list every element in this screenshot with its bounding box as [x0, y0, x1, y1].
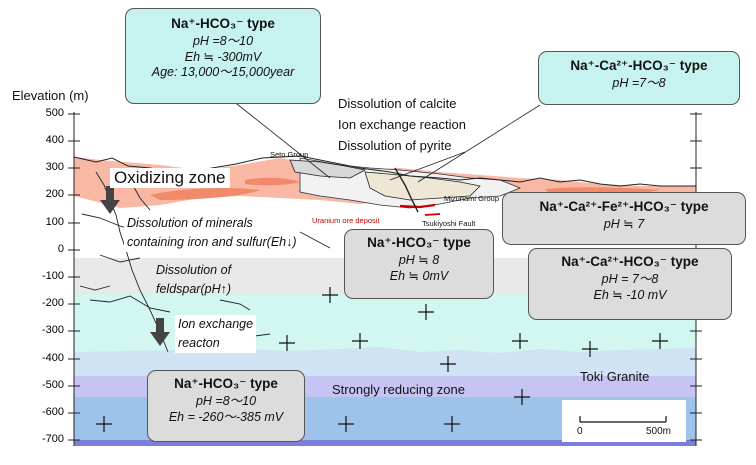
tick-label-minus-600: -600	[41, 406, 64, 418]
water-type-box-mid-right-lower: Na⁺-Ca²⁺-HCO₃⁻ type pH = 7～8 Eh ≒ -10 mV	[528, 248, 732, 320]
eh-value: Eh = -260～-385 mV	[168, 409, 284, 424]
tick-label-minus-100: -100	[41, 270, 64, 282]
down-arrow-lower	[150, 318, 170, 346]
ion-exchange-line-2: reacton	[178, 336, 220, 350]
oxidizing-zone-label: Oxidizing zone	[110, 168, 230, 188]
tick-label-minus-300: -300	[41, 324, 64, 336]
water-type-title: Na⁺-HCO₃⁻ type	[174, 376, 278, 391]
tick-label-200: 200	[45, 188, 64, 200]
eh-value: Eh ≒ -10 mV	[593, 287, 667, 302]
tick-label-400: 400	[45, 134, 64, 146]
water-type-box-mid-center: Na⁺-HCO₃⁻ type pH ≒ 8 Eh ≒ 0mV	[344, 229, 494, 299]
strongly-reducing-zone-label: Strongly reducing zone	[332, 382, 465, 397]
mineral-lens-1	[150, 187, 260, 200]
ph-value: pH =8～10	[192, 33, 254, 48]
uranium-ore-deposit-mark-2	[424, 213, 441, 216]
seto-group-label: Seto Group	[270, 150, 309, 159]
toki-granite-label: Toki Granite	[580, 369, 650, 384]
tick-label-minus-200: -200	[41, 297, 64, 309]
elevation-axis-title: Elevation (m)	[12, 88, 89, 103]
ion-exchange-line-1: Ion exchange	[178, 317, 254, 331]
water-type-box-mid-right-upper: Na⁺-Ca²⁺-Fe²⁺-HCO₃⁻ type pH ≒ 7	[502, 192, 746, 245]
water-type-title: Na⁺-HCO₃⁻ type	[171, 16, 275, 31]
uranium-ore-deposit-mark	[399, 203, 436, 209]
eh-value: Eh ≒ 0mV	[389, 268, 449, 283]
ion-exchange-label: Ion exchange reacton	[175, 315, 257, 353]
scale-bar-start-label: 0	[577, 426, 583, 437]
ph-value: pH =8～10	[195, 393, 257, 408]
tick-label-300: 300	[45, 161, 64, 173]
water-type-title: Na⁺-Ca²⁺-Fe²⁺-HCO₃⁻ type	[539, 199, 709, 214]
scale-bar-frame	[562, 400, 686, 442]
process-dissolution-calcite: Dissolution of calcite	[338, 96, 457, 111]
water-type-title: Na⁺-HCO₃⁻ type	[367, 235, 471, 250]
dissolution-minerals-line-1: Dissolution of minerals	[127, 216, 253, 230]
tick-label-minus-400: -400	[41, 352, 64, 364]
water-type-box-top-left: Na⁺-HCO₃⁻ type pH =8～10 Eh ≒ -300mV Age:…	[125, 8, 321, 104]
mizunami-group-label: Mizunami Group	[444, 194, 500, 203]
scale-bar-end-label: 500m	[646, 426, 672, 437]
tick-label-100: 100	[45, 216, 64, 228]
dissolution-feldspar-line-1: Dissolution of	[156, 263, 232, 277]
tick-label-0: 0	[57, 243, 64, 255]
ph-value: pH = 7～8	[601, 271, 659, 286]
water-type-title: Na⁺-Ca²⁺-HCO₃⁻ type	[570, 58, 708, 73]
tsukiyoshi-fault-label: Tsukiyoshi Fault	[422, 219, 476, 228]
seto-group-layer	[289, 159, 367, 179]
dissolution-minerals-line-2: containing iron and sulfur(Eh↓)	[127, 235, 297, 249]
dissolution-feldspar-line-2: feldspar(pH↑)	[156, 282, 232, 296]
deep-zone	[74, 440, 696, 446]
leader-lines	[231, 99, 541, 249]
ph-value: pH ≒ 7	[603, 216, 645, 231]
tick-label-minus-500: -500	[41, 379, 64, 391]
tick-label-500: 500	[45, 107, 64, 119]
tick-label-minus-700: -700	[41, 433, 64, 445]
process-dissolution-pyrite: Dissolution of pyrite	[338, 138, 452, 153]
age-value: Age: 13,000～15,000year	[151, 65, 295, 80]
down-arrow-upper	[100, 186, 120, 214]
ph-value: pH =7～8	[612, 75, 666, 90]
water-type-box-bottom-left: Na⁺-HCO₃⁻ type pH =8～10 Eh = -260～-385 m…	[147, 370, 305, 442]
uranium-ore-deposit-label: Uranium ore deposit	[312, 216, 380, 225]
mineral-lens-3	[245, 177, 300, 186]
process-list: Dissolution of calcite Ion exchange reac…	[338, 93, 466, 156]
process-ion-exchange: Ion exchange reaction	[338, 117, 466, 132]
dissolution-feldspar-label: Dissolution of feldspar(pH↑)	[156, 261, 231, 299]
granite-cross-marks	[96, 287, 668, 432]
eh-value: Eh ≒ -300mV	[184, 49, 262, 64]
dissolution-minerals-label: Dissolution of minerals containing iron …	[124, 214, 300, 252]
water-type-box-top-right: Na⁺-Ca²⁺-HCO₃⁻ type pH =7～8	[538, 51, 740, 105]
water-type-title: Na⁺-Ca²⁺-HCO₃⁻ type	[561, 254, 699, 269]
ph-value: pH ≒ 8	[398, 252, 440, 267]
